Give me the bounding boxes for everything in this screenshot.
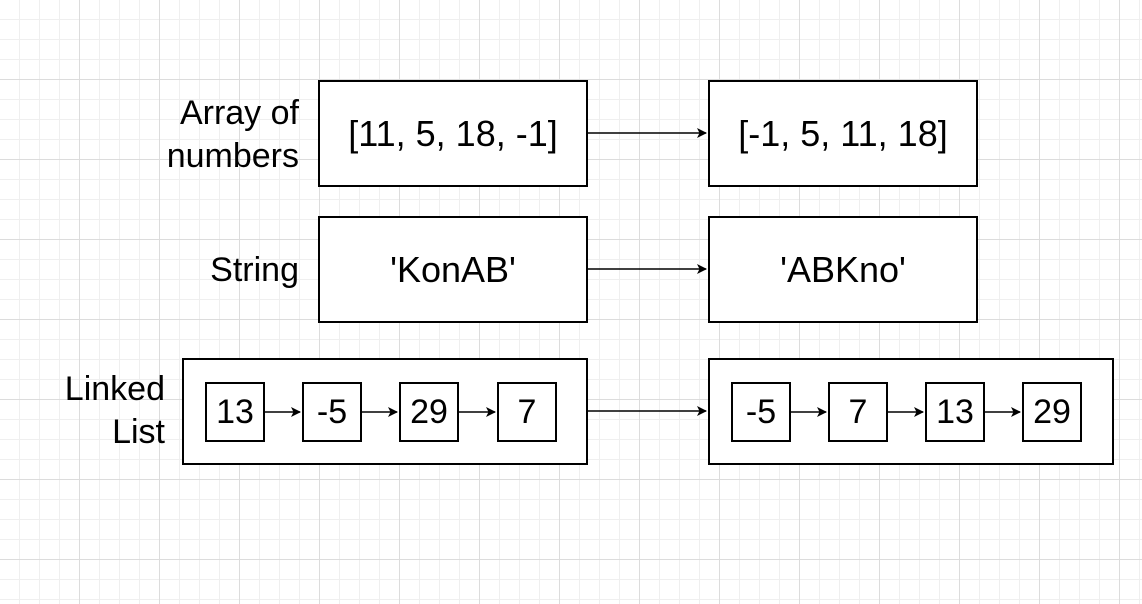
output-node-3: 13 — [925, 382, 985, 442]
linked-list-label-line2: List — [112, 413, 165, 451]
array-label: Array of numbers — [167, 92, 299, 178]
array-output-box: [-1, 5, 11, 18] — [708, 80, 978, 187]
string-label: String — [210, 251, 299, 289]
input-node-2: -5 — [302, 382, 362, 442]
string-output-box: 'ABKno' — [708, 216, 978, 323]
output-node-4: 29 — [1022, 382, 1082, 442]
array-label-line2: numbers — [166, 137, 299, 175]
linked-list-label: Linked List — [65, 368, 165, 454]
input-node-1: 13 — [205, 382, 265, 442]
output-node-2: 7 — [828, 382, 888, 442]
input-node-4: 7 — [497, 382, 557, 442]
string-input-box: 'KonAB' — [318, 216, 588, 323]
linked-list-label-line1: Linked — [64, 370, 165, 408]
input-node-3: 29 — [399, 382, 459, 442]
output-node-1: -5 — [731, 382, 791, 442]
array-input-box: [11, 5, 18, -1] — [318, 80, 588, 187]
array-label-line1: Array of — [179, 94, 299, 132]
